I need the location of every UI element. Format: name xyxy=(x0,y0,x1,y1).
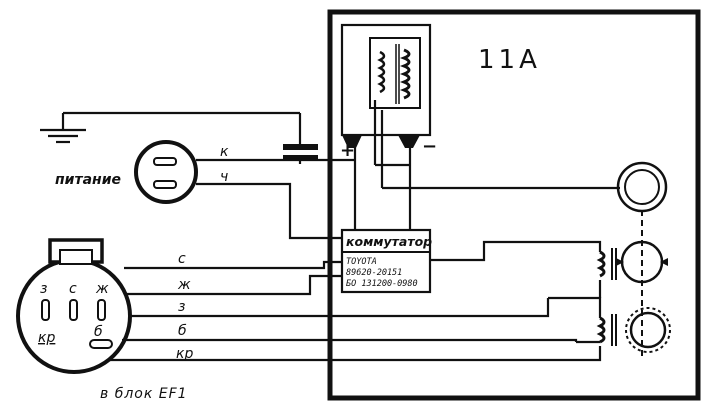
minus-sign: − xyxy=(422,136,437,157)
wire-sensor-link xyxy=(548,296,602,318)
switch-module: коммутатор TOYOTA 89620-20151 БО 131200-… xyxy=(340,228,432,294)
wire-label-z: з xyxy=(178,299,185,315)
unit-label: 11A xyxy=(478,45,541,75)
power-connector xyxy=(134,140,198,204)
wire-b xyxy=(122,338,578,342)
ef1-key-inner xyxy=(59,249,93,265)
wire-k-label: к xyxy=(220,144,229,160)
pin-label-kr: кр xyxy=(38,330,55,346)
ef1-pin-zh xyxy=(97,299,106,321)
wire-ch xyxy=(196,182,342,240)
wire-switch-sensor-1 xyxy=(430,240,602,262)
ef1-pin-s xyxy=(69,299,78,321)
pin-label-z: з xyxy=(40,281,47,297)
wire-s xyxy=(124,260,342,270)
connector-caption: в блок EF1 xyxy=(100,386,188,402)
ef1-pin-b xyxy=(89,339,113,349)
ef1-body xyxy=(16,258,132,374)
unit-frame xyxy=(327,9,701,401)
ef1-connector xyxy=(16,238,132,374)
supply-label: питание xyxy=(55,172,121,188)
capacitor xyxy=(283,144,318,161)
switch-line-2: 89620-20151 xyxy=(346,268,402,278)
distributor-output xyxy=(616,161,668,360)
ef1-pin-z xyxy=(41,299,50,321)
ground-symbol xyxy=(40,111,302,146)
pickup-sensor-1 xyxy=(596,240,668,284)
power-pin-ch xyxy=(153,180,177,189)
switch-title: коммутатор xyxy=(346,234,432,249)
plus-sign: + xyxy=(340,140,355,161)
pin-label-s: с xyxy=(69,281,77,297)
wire-label-b: б xyxy=(178,323,187,339)
wire-label-s: с xyxy=(178,251,186,267)
wire-ch-label: ч xyxy=(220,169,228,185)
switch-line-1: TOYOTA xyxy=(346,257,377,267)
pin-label-b: б xyxy=(94,324,103,340)
pin-label-zh: ж xyxy=(95,281,109,297)
switch-line-3: БО 131200-0980 xyxy=(346,279,418,289)
power-connector-body xyxy=(134,140,198,204)
wire-z xyxy=(128,298,550,318)
power-pin-k xyxy=(153,157,177,166)
wire-label-zh: ж xyxy=(177,277,191,293)
pickup-sensor-2 xyxy=(596,307,671,353)
wire-zh xyxy=(126,274,342,296)
wire-label-kr: кр xyxy=(176,346,193,362)
ignition-coil xyxy=(340,23,620,230)
wire-kr xyxy=(110,346,602,362)
